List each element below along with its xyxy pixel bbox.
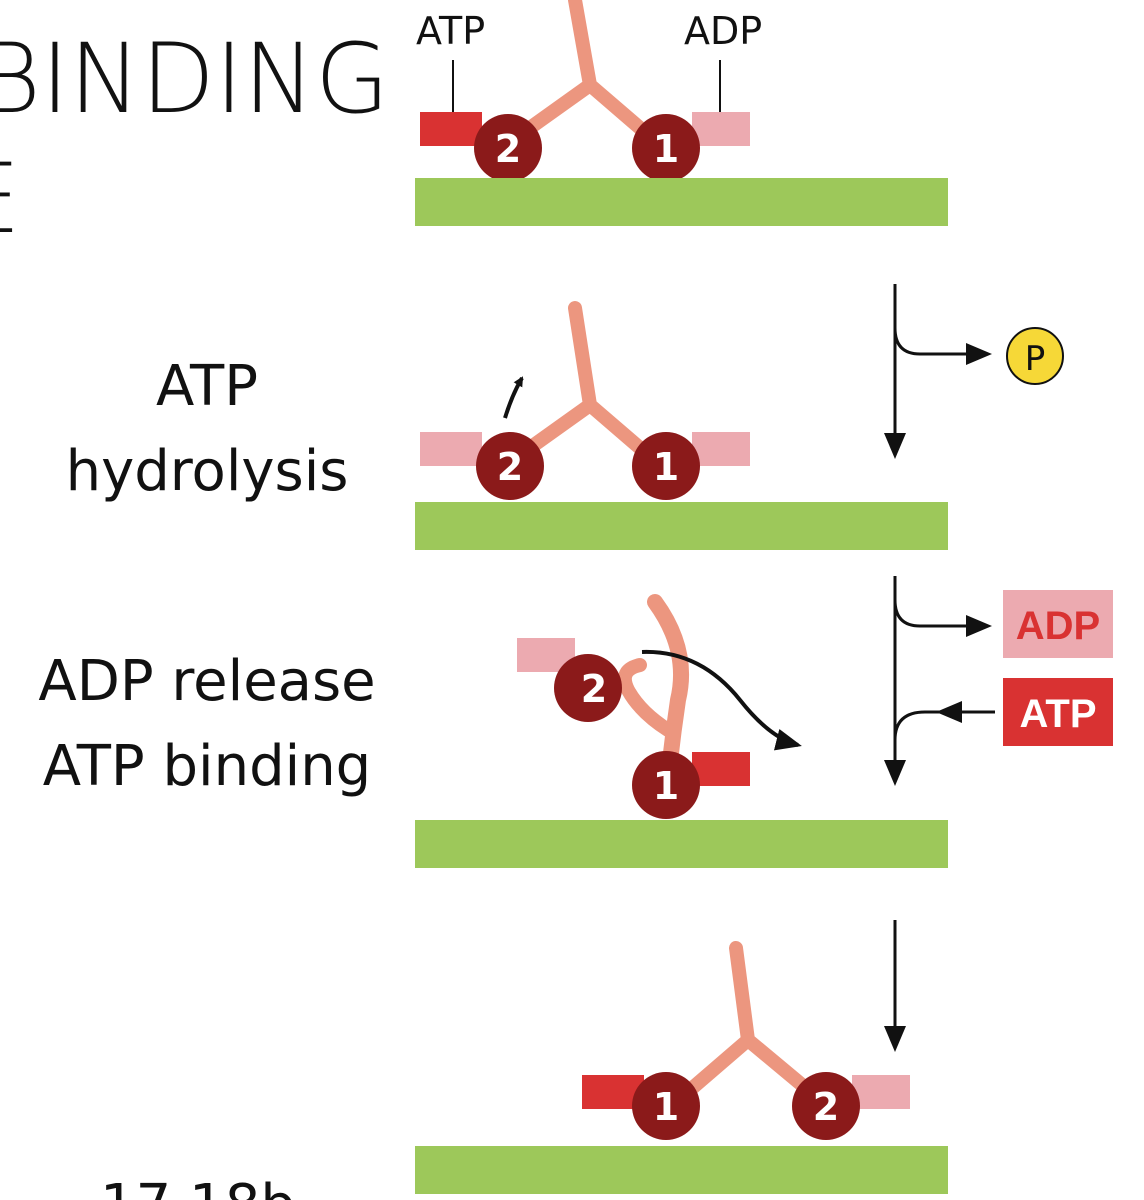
step-hydrolysis-line1: ATP xyxy=(156,354,258,419)
head-1-label: 1 xyxy=(653,764,679,808)
head-2-label: 2 xyxy=(581,667,607,711)
adp-box xyxy=(420,432,482,466)
actin-filament xyxy=(415,820,948,868)
adp-box xyxy=(692,112,750,146)
head-2-label: 2 xyxy=(813,1085,839,1129)
phosphate-icon xyxy=(1006,327,1064,385)
adp-top-label: ADP xyxy=(684,9,762,53)
phosphate-release-arrow xyxy=(893,327,992,365)
atp-binding-arrow xyxy=(893,710,995,741)
tilt-arrow xyxy=(503,376,524,419)
head-1-label: 1 xyxy=(653,127,679,171)
myosin-head-2 xyxy=(476,432,544,500)
adp-box xyxy=(852,1075,910,1109)
adp-side-label: ADP xyxy=(1016,604,1100,648)
panel-4: 1 2 xyxy=(415,920,948,1194)
footer-fragment: 17.18b xyxy=(100,1173,296,1200)
myosin-neck xyxy=(513,0,655,142)
atp-box xyxy=(420,112,482,146)
myosin-head-1 xyxy=(632,432,700,500)
myosin-neck-bend xyxy=(618,658,675,737)
atp-box xyxy=(692,752,750,786)
panel-3: ADP release ATP binding 2 1 ADP ATP xyxy=(38,576,1113,868)
adp-release-arrow xyxy=(893,599,992,637)
atp-side-box xyxy=(1003,678,1113,746)
swing-arrow xyxy=(641,649,802,751)
step-release-line1: ADP release xyxy=(38,649,375,714)
myosin-head-1 xyxy=(632,1072,700,1140)
myosin-neck xyxy=(683,941,815,1097)
actin-filament xyxy=(415,1146,948,1194)
atp-top-label: ATP xyxy=(416,9,485,53)
myosin-head-2 xyxy=(554,654,622,722)
step-release-line2: ATP binding xyxy=(43,734,371,799)
myosin-head-2 xyxy=(792,1072,860,1140)
panel-1: ATP ADP 2 1 xyxy=(415,0,948,226)
step-hydrolysis-line2: hydrolysis xyxy=(66,439,349,504)
title-fragment-line1: BINDING xyxy=(0,23,389,135)
head-1-label: 1 xyxy=(653,445,679,489)
myosin-head-2 xyxy=(474,114,542,182)
head-2-label: 2 xyxy=(497,445,523,489)
panel-2: ATP hydrolysis 2 1 P xyxy=(66,284,1064,550)
adp-side-box xyxy=(1003,590,1113,658)
head-2-label: 2 xyxy=(495,127,521,171)
title-fragment-line2: E xyxy=(0,143,21,255)
head-1-label: 1 xyxy=(653,1085,679,1129)
actin-filament xyxy=(415,502,948,550)
adp-box xyxy=(692,432,750,466)
atp-side-label: ATP xyxy=(1019,692,1096,736)
phosphate-label: P xyxy=(1025,339,1046,379)
myosin-neck xyxy=(513,301,655,462)
actin-filament xyxy=(415,178,948,226)
myosin-head-1 xyxy=(632,114,700,182)
myosin-head-1 xyxy=(632,751,700,819)
